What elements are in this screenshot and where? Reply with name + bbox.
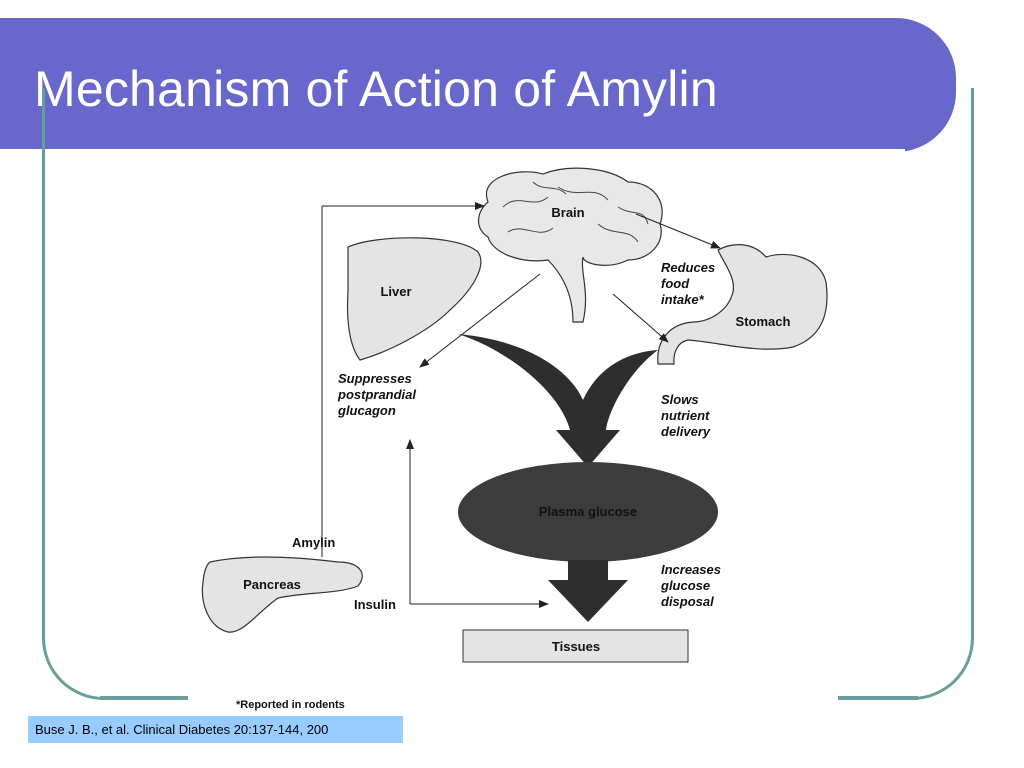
svg-text:Reduces: Reduces <box>661 260 715 275</box>
svg-text:glucose: glucose <box>660 578 710 593</box>
glucose-to-tissues-arrow <box>548 560 628 622</box>
tissues-label: Tissues <box>552 639 600 654</box>
stomach-label: Stomach <box>736 314 791 329</box>
frame-bottom-left <box>100 696 188 700</box>
brain-label: Brain <box>551 205 584 220</box>
title-underline <box>0 149 905 152</box>
frame-bottom-right <box>838 696 918 700</box>
frame-right-edge <box>971 90 974 160</box>
plasma-glucose-label: Plasma glucose <box>539 504 637 519</box>
title-bar: Mechanism of Action of Amylin <box>0 18 956 152</box>
svg-text:Slows: Slows <box>661 392 699 407</box>
nutrient-flow-arrow <box>458 334 658 467</box>
svg-text:delivery: delivery <box>661 424 711 439</box>
svg-text:glucagon: glucagon <box>337 403 396 418</box>
mechanism-diagram: Plasma glucose Tissues Brain Liver Stoma… <box>188 162 838 715</box>
brain-folds <box>502 181 649 243</box>
svg-text:Increases: Increases <box>661 562 721 577</box>
liver-effect-text: Suppresses postprandial glucagon <box>337 371 416 418</box>
brain-to-liver-arrow <box>419 273 541 368</box>
slide-title: Mechanism of Action of Amylin <box>34 61 718 117</box>
pancreas-shape <box>201 556 363 633</box>
glucose-disposal-effect-text: Increases glucose disposal <box>660 562 721 609</box>
liver-label: Liver <box>380 284 411 299</box>
citation: Buse J. B., et al. Clinical Diabetes 20:… <box>28 716 403 743</box>
tissues-node <box>462 629 689 663</box>
svg-text:Suppresses: Suppresses <box>338 371 412 386</box>
stomach-shape <box>657 244 828 365</box>
brain-to-stomach-food-arrow <box>635 213 721 249</box>
svg-text:intake*: intake* <box>661 292 705 307</box>
amylin-label: Amylin <box>292 535 335 550</box>
svg-text:postprandial: postprandial <box>337 387 416 402</box>
diagram-svg: Plasma glucose Tissues Brain Liver Stoma… <box>201 167 828 711</box>
footnote: *Reported in rodents <box>236 699 345 711</box>
brain-to-stomach-delivery-arrow <box>612 293 669 343</box>
pancreas-label: Pancreas <box>243 577 301 592</box>
liver-shape <box>346 237 482 361</box>
food-intake-effect-text: Reduces food intake* <box>661 260 715 307</box>
svg-text:nutrient: nutrient <box>661 408 710 423</box>
insulin-label: Insulin <box>354 597 396 612</box>
plasma-glucose-node <box>458 462 718 562</box>
nutrient-delivery-effect-text: Slows nutrient delivery <box>661 392 711 439</box>
brain-shape <box>478 167 663 323</box>
svg-text:disposal: disposal <box>661 594 714 609</box>
svg-text:food: food <box>661 276 690 291</box>
